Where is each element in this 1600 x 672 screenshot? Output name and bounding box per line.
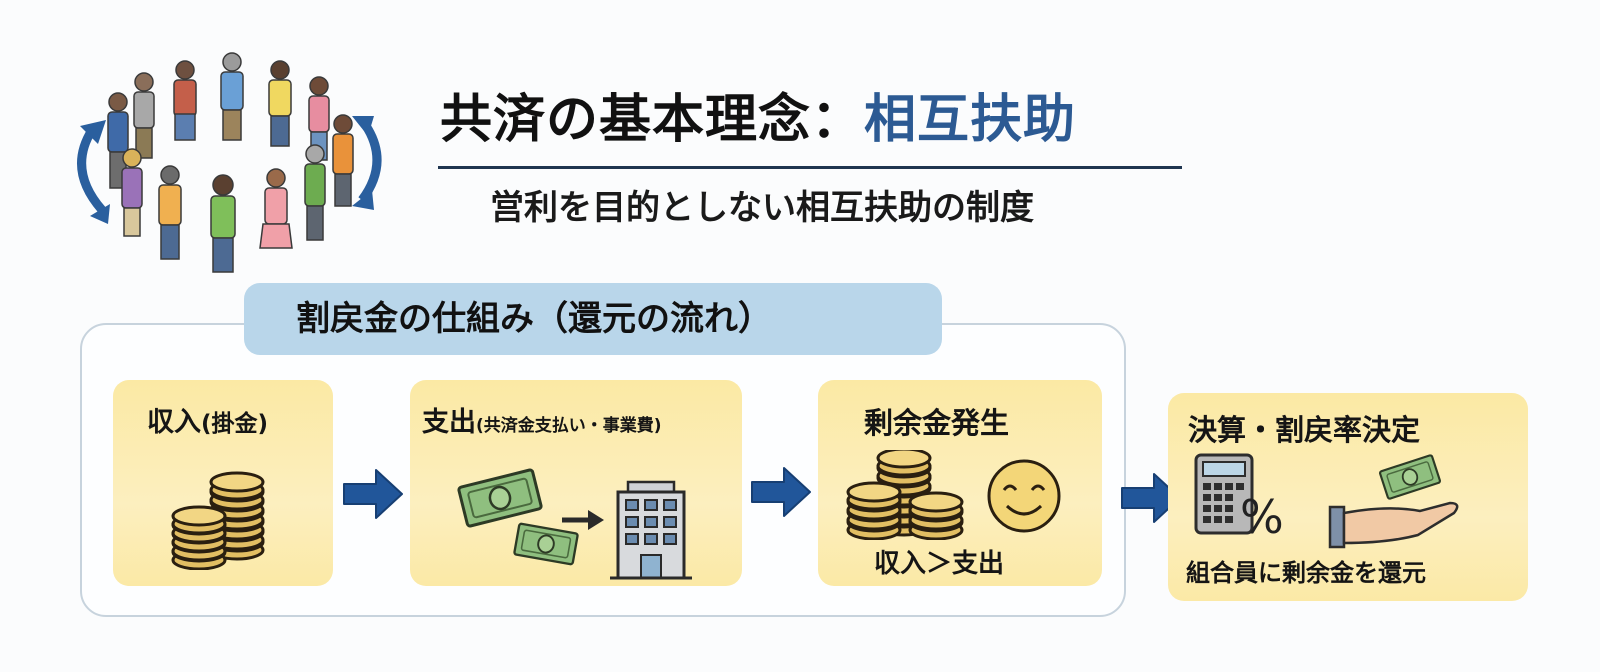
step-title: 剰余金発生 <box>864 406 1010 440</box>
page-title: 共済の基本理念：相互扶助 <box>440 90 1076 150</box>
step-title-text: 収入 <box>147 407 201 438</box>
step-card-income: 収入(掛金) <box>113 380 333 586</box>
title-main: 共済の基本理念： <box>440 90 865 150</box>
step-card-settlement: 決算・割戻率決定 % 組合員に剰余金を還元 <box>1168 393 1528 601</box>
calculator-percent-and-hand-money-icon: % <box>1188 451 1508 555</box>
coin-stacks-icon <box>167 470 277 574</box>
coins-and-smiley-icon <box>844 447 1074 544</box>
step-footer: 収入＞支出 <box>874 549 1005 579</box>
step-title: 支出(共済金支払い・事業費) <box>422 400 662 439</box>
people-circle-illustration <box>62 40 402 280</box>
right-arrow-icon <box>342 468 404 520</box>
step-title: 収入(掛金) <box>147 400 268 439</box>
step-card-expense: 支出(共済金支払い・事業費) <box>410 380 742 586</box>
svg-text:%: % <box>1240 490 1284 544</box>
page-subtitle: 営利を目的としない相互扶助の制度 <box>490 188 1034 228</box>
right-arrow-icon <box>750 466 812 518</box>
section-label: 割戻金の仕組み（還元の流れ） <box>244 283 942 355</box>
title-accent: 相互扶助 <box>864 90 1077 150</box>
step-card-surplus: 剰余金発生 収入＞支出 <box>818 380 1102 586</box>
title-divider <box>438 166 1182 169</box>
money-to-building-icon <box>450 460 710 584</box>
step-title-note: (掛金) <box>201 411 269 437</box>
step-title: 決算・割戻率決定 <box>1188 413 1421 447</box>
step-footer: 組合員に剰余金を還元 <box>1186 559 1426 587</box>
step-title-text: 支出 <box>422 407 476 438</box>
step-title-note: (共済金支払い・事業費) <box>476 416 662 436</box>
